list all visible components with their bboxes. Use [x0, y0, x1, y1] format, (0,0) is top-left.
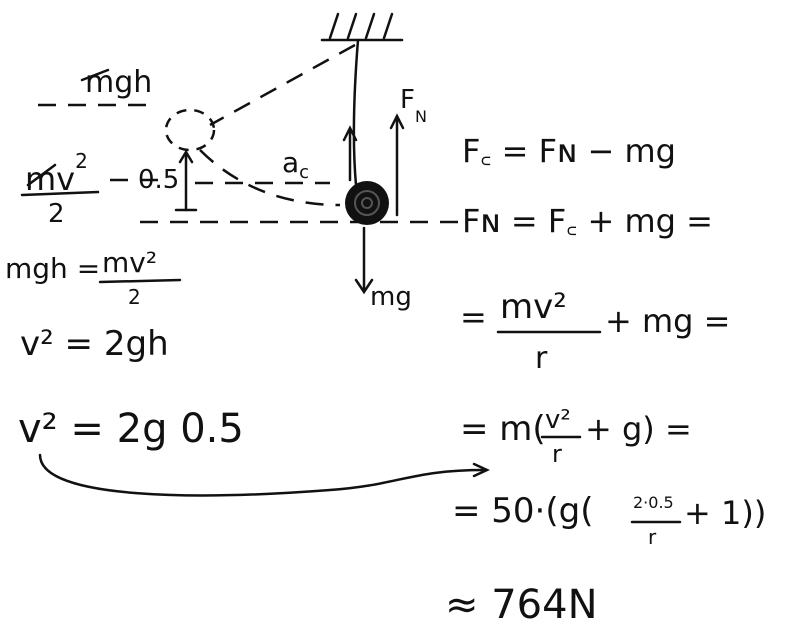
eq-result: ≈ 764N [445, 582, 598, 628]
raised-mass-circle [164, 108, 216, 152]
ac-sub: c [299, 162, 309, 183]
eq-step3-post: + 1)) [684, 494, 766, 532]
eq-v2-2gh: v² = 2gh [20, 324, 169, 364]
normal-force-arrow [389, 113, 405, 217]
eq-step3-pre: = 50·(g( [452, 491, 593, 531]
label-kinetic-denominator: 2 [48, 199, 65, 229]
label-height: 0.5 [138, 165, 179, 195]
swing-path-dashed [199, 149, 341, 207]
eq-energy-num: mv² [102, 246, 157, 279]
eq-energy-lhs: mgh = [5, 252, 100, 285]
eq-fn: Fɴ = F꜀ + mg = [462, 202, 713, 240]
height-arrow [174, 149, 198, 212]
gravity-arrow [354, 226, 374, 295]
eq-step2-pre: = m( [460, 409, 546, 449]
pendulum-rope [352, 38, 360, 187]
pendulum-mass [345, 181, 389, 225]
eq-step1-den: r [535, 341, 548, 376]
label-mg: mg [370, 282, 412, 312]
eq-step3-num: 2·0.5 [633, 493, 674, 512]
label-mgh: mgh [85, 65, 152, 100]
eq-v2-value: v² = 2g 0.5 [18, 406, 244, 452]
label-fn: FN [400, 85, 427, 126]
ceiling-hatch [320, 12, 404, 42]
eq-step3-den: r [648, 525, 657, 549]
fn-sub: N [415, 107, 427, 126]
eq-step1-num: mv² [500, 287, 567, 327]
kinetic-num: mv [25, 160, 75, 198]
kinetic-sq: 2 [75, 149, 88, 173]
eq-step2-den: r [552, 440, 562, 468]
eq-fc: F꜀ = Fɴ − mg [462, 132, 676, 170]
ac-main: a [282, 146, 299, 179]
substitution-arrow [38, 453, 490, 497]
eq-energy-den: 2 [128, 285, 141, 309]
eq-step2-post: + g) = [585, 410, 692, 448]
eq-step1-pre: = [460, 298, 487, 336]
centripetal-accel-arrow [342, 125, 358, 182]
label-kinetic-numerator: mv2 [25, 149, 88, 198]
eq-step2-num: v² [545, 405, 571, 435]
label-ac: ac [282, 146, 309, 183]
eq-step1-post: + mg = [605, 302, 730, 340]
fn-main: F [400, 85, 415, 115]
raised-rope-dashed [209, 43, 356, 127]
